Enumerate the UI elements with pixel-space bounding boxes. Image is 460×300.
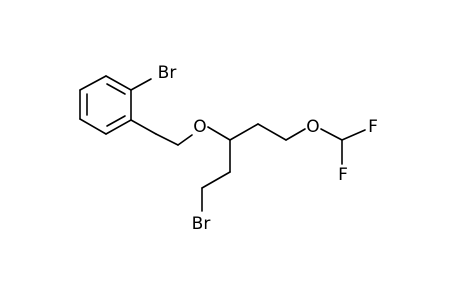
atom-f-top: F bbox=[368, 117, 378, 137]
ring-double-bond-2 bbox=[106, 115, 126, 127]
ch2-o-bond bbox=[177, 134, 193, 146]
benzene-ring bbox=[79, 75, 132, 135]
atom-br-alkyl: Br bbox=[192, 214, 211, 234]
ch-to-right-bond bbox=[229, 123, 259, 141]
atom-f-bottom: F bbox=[338, 165, 348, 185]
ring-bond-3 bbox=[105, 119, 132, 135]
aryl-br-bond bbox=[130, 78, 152, 91]
ring-double-bond-1 bbox=[106, 83, 126, 95]
o-ch-bond bbox=[207, 126, 231, 141]
ring-bond-4 bbox=[79, 118, 107, 135]
o2-cf2-bond bbox=[320, 128, 343, 141]
lower-ch2-bond bbox=[201, 171, 231, 189]
cf2-f-top-bond bbox=[341, 129, 366, 141]
ring-bond-6 bbox=[79, 75, 107, 91]
ring-bond-1 bbox=[105, 75, 132, 91]
right-ch2-bond bbox=[257, 123, 287, 141]
ch2-o2-bond bbox=[285, 128, 306, 141]
ch2-to-ring-edge bbox=[155, 133, 179, 146]
ring-ch2-bond bbox=[130, 119, 157, 135]
atom-br-aryl: Br bbox=[158, 63, 177, 83]
atom-o-difluoro: O bbox=[306, 117, 319, 137]
atom-o-ether: O bbox=[193, 117, 206, 137]
